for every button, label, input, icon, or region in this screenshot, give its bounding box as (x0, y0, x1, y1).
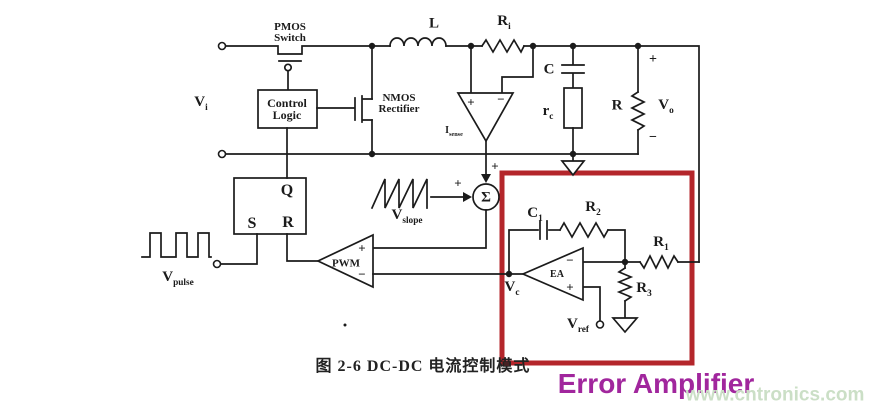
r1-branch (624, 254, 700, 270)
flipflop-s-wire (220, 233, 258, 265)
sense-resistor-label: Ri (497, 12, 511, 32)
top-rail-wire (225, 45, 700, 263)
nmos-rectifier-label: NMOS Rectifier (378, 92, 420, 115)
control-logic-label: Control Logic (267, 96, 307, 122)
pmos-switch-symbol (278, 60, 302, 91)
vout-label: Vo (658, 96, 674, 116)
ea-minus-sign: − (566, 252, 574, 268)
vref-label: Vref (566, 315, 590, 335)
figure-caption: 图 2-6 DC-DC 电流控制模式 (315, 358, 531, 375)
current-sense-amp-label: Isense (445, 124, 463, 138)
vpulse-label: Vpulse (162, 268, 194, 288)
pwm-comparator-label: PWM (331, 257, 361, 270)
r3-label: R3 (636, 279, 652, 299)
error-amp-network (508, 220, 639, 334)
c1-label: C1 (527, 204, 543, 224)
error-amplifier-callout: Error Amplifier (557, 368, 755, 399)
pwm-minus-sign: − (358, 266, 366, 282)
slope-waveform (370, 178, 464, 210)
current-sense-amp-symbol (456, 45, 534, 176)
r2-label: R2 (585, 198, 601, 218)
vslope-label: Vslope (391, 206, 423, 226)
flipflop-q-label: Q (280, 182, 294, 199)
isense-plus-sign: + (467, 94, 475, 110)
summer-left-arrowhead (463, 192, 472, 202)
stray-mark (343, 323, 347, 327)
esr-label: rc (542, 102, 554, 122)
error-amp-label: EA (550, 269, 564, 280)
error-amplifier-highlight-box (499, 170, 695, 366)
sense-resistor-symbol (480, 38, 526, 54)
nmos-rectifier-symbol (316, 45, 373, 155)
vin-label: Vi (194, 93, 208, 113)
summer-left-plus-sign: + (454, 175, 462, 191)
inductor-symbol (389, 37, 447, 47)
pwm-plus-sign: + (358, 240, 366, 256)
output-cap-branch (561, 45, 585, 155)
summer-top-arrowhead (481, 174, 491, 183)
watermark-text: www.cntronics.com (685, 384, 865, 406)
isense-minus-sign: − (497, 91, 505, 107)
output-cap-label: C (543, 61, 555, 78)
junction-dots (343, 42, 642, 327)
summer-output-wire (372, 209, 487, 249)
load-resistor-branch (630, 45, 646, 155)
pwm-comparator-symbol (316, 233, 374, 289)
r1-label: R1 (653, 233, 669, 253)
flipflop-box (233, 177, 307, 235)
terminal-circles (212, 41, 605, 329)
summer-label: Σ (481, 189, 491, 206)
pulse-waveform (141, 232, 212, 258)
flipflop-s-label: S (247, 215, 257, 232)
load-resistor-label: R (611, 97, 623, 114)
vout-minus-sign: − (649, 130, 657, 145)
pmos-switch-label: PMOS Switch (274, 21, 306, 44)
summer-top-plus-sign: + (491, 158, 499, 174)
control-logic-box (257, 89, 318, 129)
flipflop-r-wire (286, 233, 319, 262)
vc-label: Vc (504, 278, 520, 298)
ea-plus-sign: + (566, 279, 574, 295)
inductor-label: L (428, 15, 440, 32)
flipflop-r-label: R (282, 214, 294, 231)
vout-plus-sign: + (649, 52, 657, 67)
